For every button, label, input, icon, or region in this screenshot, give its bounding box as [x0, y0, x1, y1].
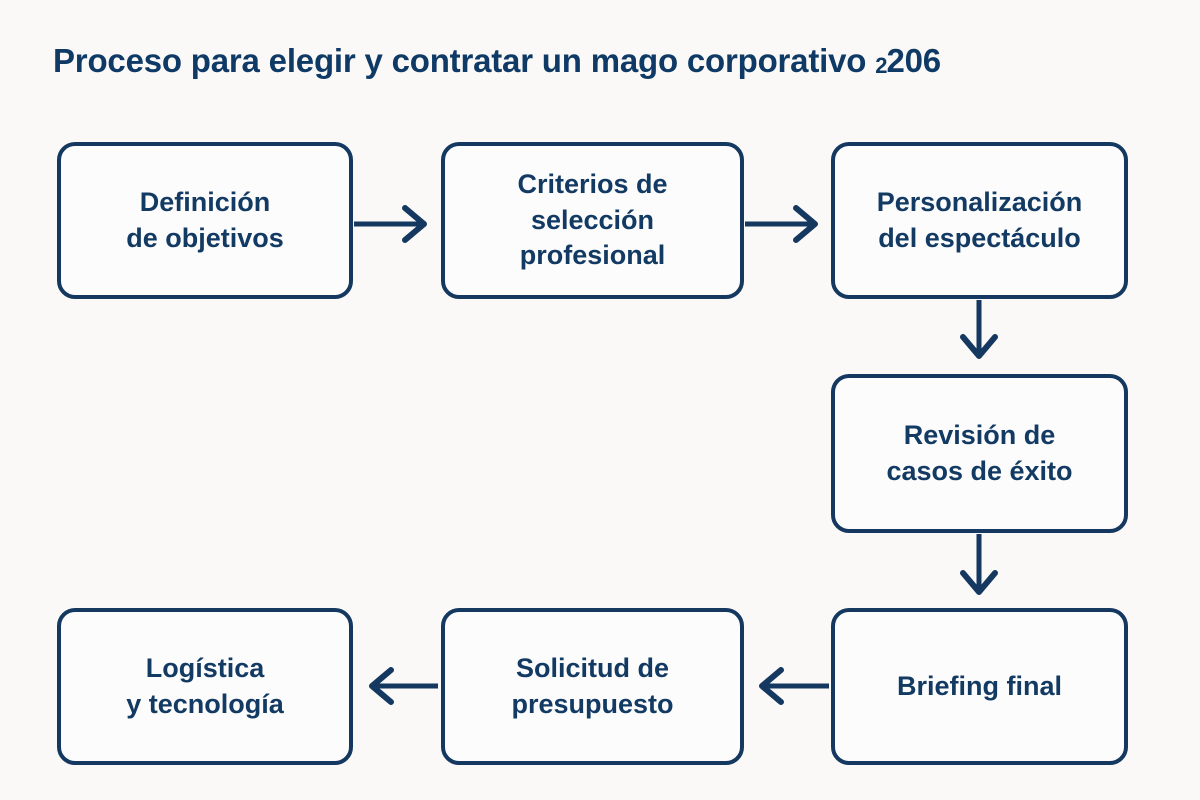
edge-n6-n7 — [369, 667, 438, 705]
edge-n1-n2 — [354, 205, 427, 243]
edge-n4-n5 — [960, 534, 998, 595]
node-label: Personalización del espectáculo — [876, 186, 1083, 253]
node-label: Definición de objetivos — [126, 186, 284, 253]
page-title: Proceso para elegir y contratar un mago … — [53, 42, 941, 80]
node-revision-de-casos-de-exito[interactable]: Revisión de casos de éxito — [831, 374, 1128, 533]
node-label: Solicitud de presupuesto — [511, 652, 674, 719]
node-label: Briefing final — [896, 670, 1062, 701]
node-label: Criterios de selección profesional — [517, 169, 668, 271]
node-solicitud-de-presupuesto[interactable]: Solicitud de presupuesto — [441, 608, 744, 765]
node-label: Revisión de casos de éxito — [886, 419, 1073, 486]
page-title-main: Proceso para elegir y contratar un mago … — [53, 42, 876, 79]
node-logistica-y-tecnologia[interactable]: Logística y tecnología — [57, 608, 353, 765]
edge-n5-n6 — [759, 667, 829, 705]
node-personalizacion-del-espectaculo[interactable]: Personalización del espectáculo — [831, 142, 1128, 299]
edge-n3-n4 — [960, 300, 998, 359]
node-label: Logística y tecnología — [126, 652, 284, 719]
node-briefing-final[interactable]: Briefing final — [831, 608, 1128, 765]
edge-n2-n3 — [745, 205, 818, 243]
node-criterios-de-seleccion-profesional[interactable]: Criterios de selección profesional — [441, 142, 744, 299]
node-definicion-de-objetivos[interactable]: Definición de objetivos — [57, 142, 353, 299]
page-title-suffix-small: 2 — [875, 53, 887, 78]
page-title-suffix-rest: 206 — [886, 42, 941, 79]
